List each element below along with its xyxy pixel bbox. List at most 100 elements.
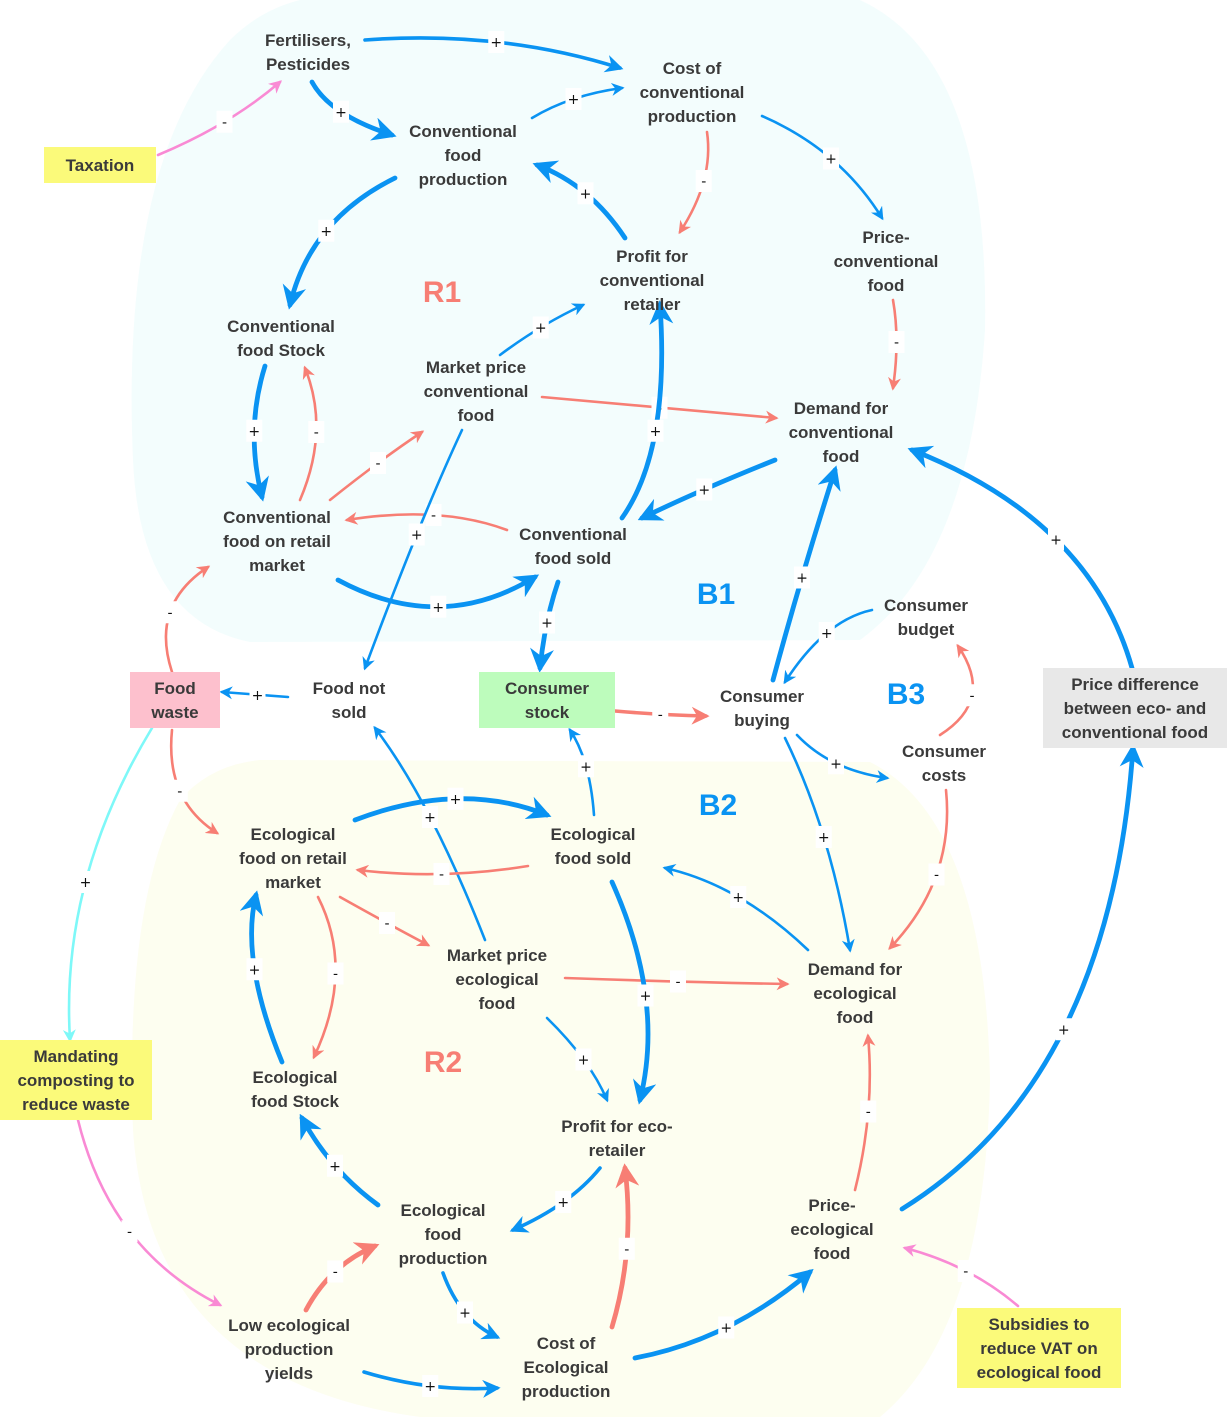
polarity-background (171, 779, 188, 802)
edge-conv_stock-to-conv_retail: + (245, 363, 269, 502)
polarity-sign: + (329, 1159, 341, 1175)
polarity-sign: + (796, 571, 808, 587)
node-profit-eco[interactable]: Profit for eco-retailer (561, 1117, 672, 1160)
polarity-sign: + (459, 1306, 471, 1322)
node-box (44, 147, 156, 183)
polarity-background (964, 684, 980, 707)
edge-eco_retail-to-eco_stock: - (312, 895, 344, 1060)
node-label-line: Price difference (1071, 675, 1199, 694)
polarity-sign: - (701, 174, 706, 190)
polarity-sign: - (167, 605, 172, 621)
node-label-line: market (265, 873, 321, 892)
edge-consumer_stock-to-consumer_buying: - (613, 703, 710, 726)
node-label-line: ecological food (977, 1363, 1102, 1382)
edge-conv_retail-to-conv_sold: + (335, 574, 540, 618)
node-label-line: Food (154, 679, 196, 698)
polarity-sign: + (818, 830, 830, 846)
polarity-background (815, 826, 832, 848)
polarity-sign: + (450, 792, 462, 808)
node-label-line: sold (332, 703, 367, 722)
edges: ++-+++-+-+-+---++++++++-+--++--++++-+--+… (62, 31, 1144, 1398)
node-label-line: conventional (424, 382, 529, 401)
polarity-background (318, 219, 335, 242)
edge-eco_retail-to-market_price_eco: - (338, 895, 431, 947)
node-label-line: food (868, 276, 905, 295)
edge-conv_prod-to-cost_conv: + (530, 82, 625, 120)
ecological-system-region (131, 760, 990, 1417)
polarity-background (539, 611, 555, 634)
node-label-line: between eco- and (1064, 699, 1207, 718)
edge-market_price_eco-to-profit_eco: + (545, 1016, 609, 1103)
node-label-line: conventional (834, 252, 939, 271)
edge-eco_sold-to-consumer_stock: + (568, 727, 596, 817)
node-label-line: Pesticides (266, 55, 350, 74)
polarity-sign: + (535, 321, 547, 337)
polarity-background (308, 421, 325, 443)
polarity-background (422, 806, 438, 828)
polarity-sign: - (894, 335, 899, 351)
polarity-background (216, 110, 233, 133)
polarity-sign: - (658, 707, 663, 723)
edge-eco_sold-to-eco_retail: - (355, 863, 530, 885)
polarity-background (578, 755, 594, 778)
node-label-line: food (814, 1244, 851, 1263)
node-label-line: ecological (813, 984, 896, 1003)
node-taxation[interactable]: Taxation (44, 147, 156, 183)
polarity-sign: + (732, 890, 744, 906)
node-label-line: food (479, 994, 516, 1013)
polarity-background (249, 683, 266, 706)
node-food-not-sold[interactable]: Food not sold (313, 679, 386, 722)
edge-consumer_buying-to-consumer_costs: + (795, 733, 890, 783)
node-label-line: production (419, 170, 508, 189)
polarity-sign: + (424, 1379, 436, 1395)
edge-market_price_eco-to-demand_eco: - (563, 970, 790, 993)
polarity-sign: - (969, 688, 974, 704)
node-label-line: Market price (426, 358, 526, 377)
polarity-sign: + (411, 528, 423, 544)
polarity-background (888, 331, 905, 353)
polarity-sign: - (333, 967, 338, 983)
edge-eco_prod-to-cost_eco: + (441, 1271, 501, 1340)
node-label-line: food (837, 1008, 874, 1027)
edge-low_yields-to-cost_eco: + (362, 1370, 501, 1398)
node-label-line: Cost of (537, 1334, 596, 1353)
polarity-sign: - (439, 867, 444, 883)
node-label-line: Food not (313, 679, 386, 698)
node-label-line: Subsidies to (988, 1315, 1089, 1334)
loop-label-b2: B2 (699, 789, 737, 822)
node-fertilisers[interactable]: Fertilisers,Pesticides (265, 31, 351, 74)
polarity-sign: + (424, 810, 436, 826)
conventional-system-region (131, 0, 986, 642)
node-label-line: Ecological (252, 1068, 337, 1087)
loop-label-b1: B1 (697, 578, 735, 611)
polarity-sign: + (821, 626, 833, 642)
polarity-sign: + (80, 875, 92, 891)
edge-eco_prod-to-eco_stock: + (299, 1113, 381, 1208)
